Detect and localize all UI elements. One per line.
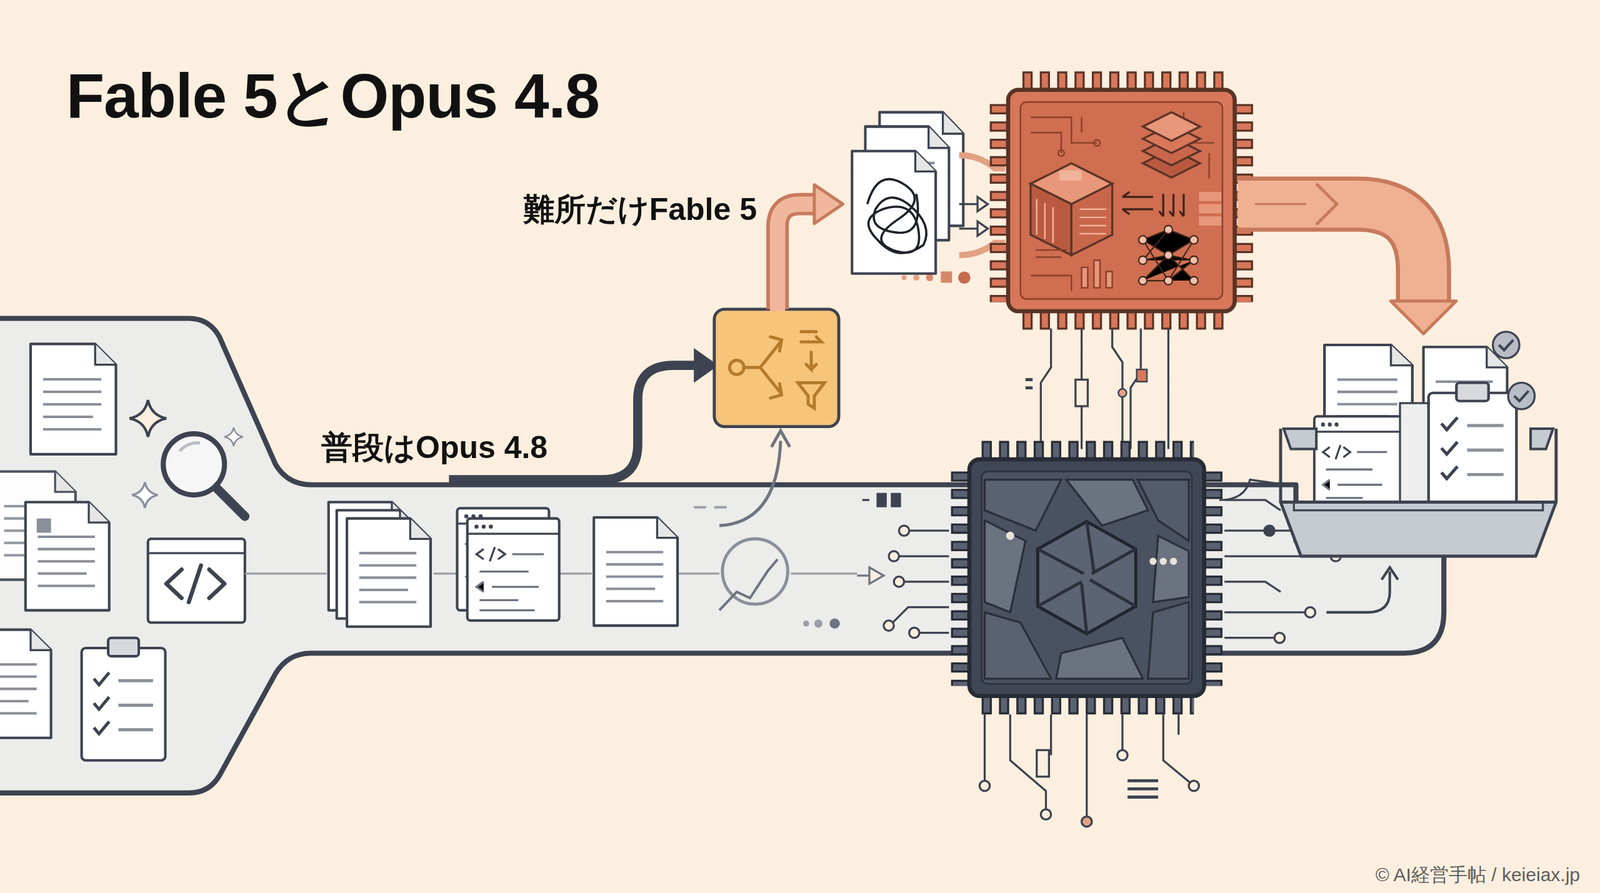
- route-label: 難所だけFable 5: [520, 190, 760, 229]
- watermark: © AI経営手帖 / keieiax.jp: [1375, 863, 1580, 887]
- route-label: 普段はOpus 4.8: [318, 428, 550, 467]
- title: Fable 5とOpus 4.8: [66, 61, 600, 130]
